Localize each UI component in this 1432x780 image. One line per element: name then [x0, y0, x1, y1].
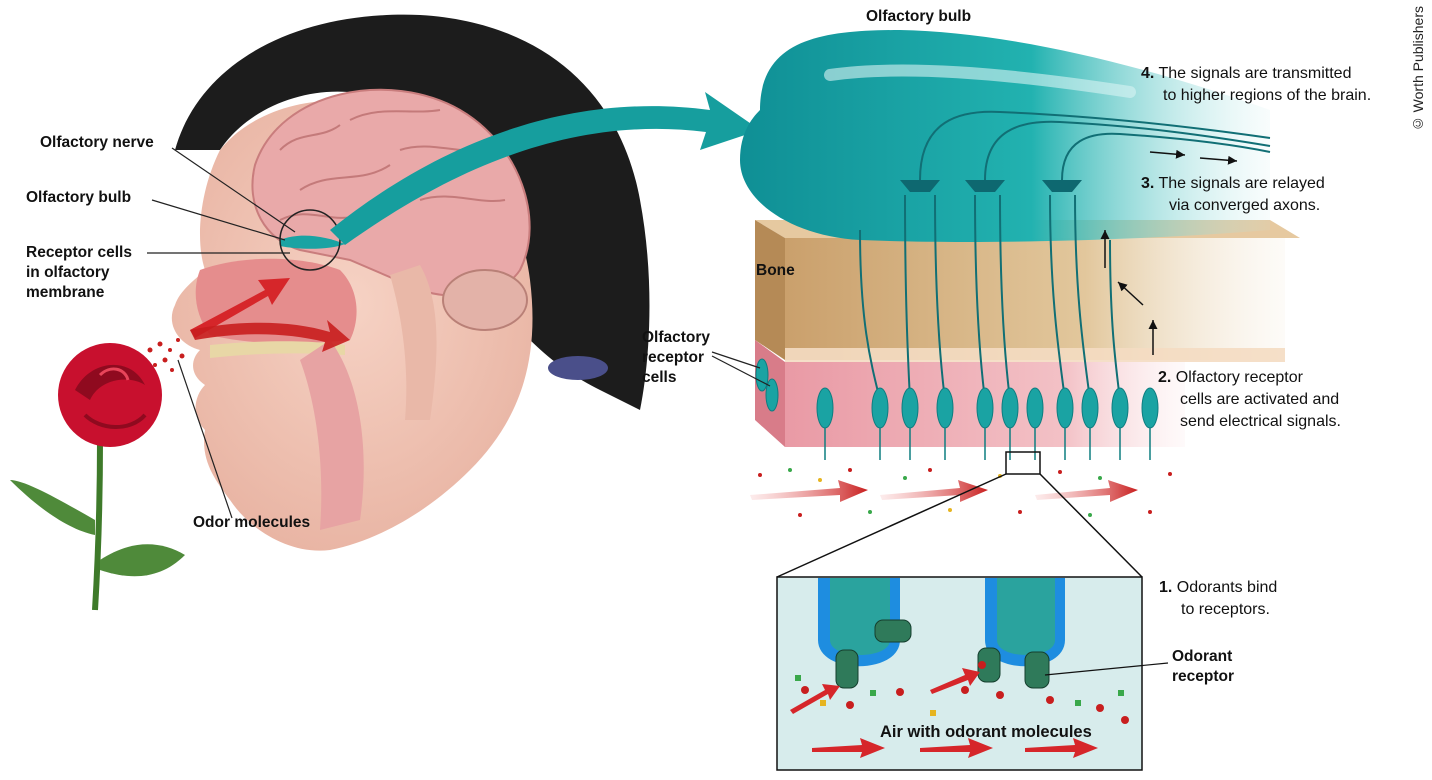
bone-layer: [785, 238, 1285, 360]
step-1: 1. Odorants bind to receptors.: [1159, 577, 1277, 621]
step-2: 2. Olfactory receptor cells are activate…: [1158, 367, 1341, 433]
label-odor-molecules: Odor molecules: [193, 514, 311, 531]
step-3: 3. The signals are relayed via converged…: [1141, 173, 1325, 217]
step-4: 4. The signals are transmitted to higher…: [1141, 63, 1371, 107]
axon-lines: [859, 110, 1271, 401]
airflow-arrows-right: [750, 480, 1138, 502]
label-olfactory-bulb-left: Olfactory bulb: [26, 189, 132, 206]
left-leader-lines: [147, 147, 296, 519]
odorant-receptor-leader: [1044, 662, 1169, 676]
rose: [10, 343, 185, 611]
throat: [300, 340, 364, 530]
brainstem: [390, 265, 437, 420]
step-2-number: 2.: [1158, 369, 1172, 386]
odor-particles-right: [758, 468, 1172, 517]
cilia: [824, 428, 1151, 460]
glomeruli: [900, 180, 1082, 192]
step-3-number: 3.: [1141, 175, 1155, 192]
step-2-line1: Olfactory receptor: [1175, 369, 1303, 386]
label-olfactory-receptor-cells: Olfactory receptor cells: [642, 328, 710, 388]
air-arrow-throat: [190, 320, 350, 352]
label-receptor-cells-line2: in olfactory: [26, 264, 110, 281]
label-odorant-receptor-line1: Odorant: [1172, 648, 1233, 665]
label-odorant-receptor: Odorant receptor: [1172, 647, 1234, 687]
head-illustration: [10, 14, 760, 611]
teal-pointer-arrow: [330, 92, 760, 245]
inset-air-arrows: [790, 668, 1098, 758]
olfactory-bulb-small: [280, 235, 345, 249]
label-olfactory-bulb-top: Olfactory bulb: [866, 8, 972, 25]
copyright-credit: © Worth Publishers: [1410, 6, 1426, 133]
inset-panel: [776, 576, 1169, 771]
label-olfactory-receptor-cells-line1: Olfactory: [642, 329, 711, 346]
step-2-line2: cells are activated and: [1180, 391, 1340, 408]
step-3-line1: The signals are relayed: [1158, 175, 1325, 192]
zoom-connector: [776, 451, 1143, 578]
step-1-number: 1.: [1159, 579, 1173, 596]
label-air-with-odorant: Air with odorant molecules: [880, 723, 1092, 741]
label-receptor-cells-line1: Receptor cells: [26, 244, 132, 261]
step-1-line2: to receptors.: [1181, 601, 1270, 618]
right-leader-lines: [711, 351, 771, 387]
epithelium-diagram: [740, 30, 1300, 517]
step-4-number: 4.: [1141, 65, 1155, 82]
hair-tie: [548, 356, 608, 380]
step-3-line2: via converged axons.: [1169, 197, 1321, 214]
label-olfactory-receptor-cells-line2: receptor: [642, 349, 705, 366]
label-odorant-receptor-line2: receptor: [1172, 668, 1235, 685]
odorant-receptors: [835, 619, 1050, 689]
label-bone: Bone: [756, 262, 795, 279]
signal-arrows: [1100, 149, 1238, 355]
label-olfactory-receptor-cells-line3: cells: [642, 369, 677, 386]
label-receptor-cells: Receptor cells in olfactory membrane: [26, 243, 132, 303]
step-2-line3: send electrical signals.: [1180, 413, 1341, 430]
label-olfactory-nerve: Olfactory nerve: [40, 134, 154, 151]
air-arrow-up: [190, 278, 290, 338]
cerebellum: [442, 269, 528, 331]
step-4-line2: to higher regions of the brain.: [1163, 87, 1372, 104]
palate: [210, 341, 345, 358]
step-4-line1: The signals are transmitted: [1158, 65, 1352, 82]
inset-molecules: [795, 661, 1129, 724]
bone-side: [755, 220, 785, 360]
nasal-cavity: [195, 258, 357, 344]
step-1-line1: Odorants bind: [1176, 579, 1278, 596]
olfactory-bulb-large: [740, 30, 1270, 242]
zoom-source-box: [1005, 451, 1041, 475]
label-receptor-cells-line3: membrane: [26, 284, 105, 301]
